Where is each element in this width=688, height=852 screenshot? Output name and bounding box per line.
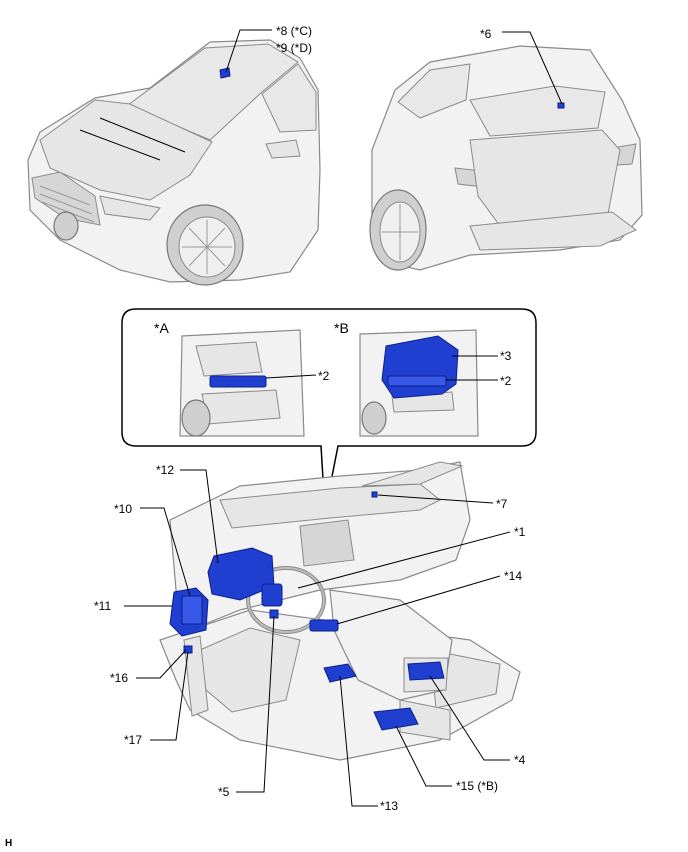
- corner-mark: H: [5, 838, 12, 849]
- label-2-inset-b: *2: [500, 374, 512, 388]
- label-2-inset-a: *2: [318, 369, 330, 383]
- label-3: *3: [500, 349, 512, 363]
- interior-small-part: [371, 491, 378, 498]
- floor-part-15: [373, 707, 419, 731]
- leader-lines: [124, 29, 563, 807]
- rear-window-part: [557, 102, 565, 109]
- console-switch-part: [309, 619, 339, 632]
- label-13: *13: [380, 799, 398, 813]
- label-8: *8 (*C): [276, 24, 312, 38]
- column-part: [261, 583, 283, 607]
- label-11: *11: [94, 599, 111, 613]
- callout-labels: *8 (*C) *9 (*D) *6 *A *B *2 *3 *2 *12 *1…: [5, 24, 526, 849]
- label-15: *15 (*B): [456, 779, 498, 793]
- detail-inset: [121, 308, 537, 513]
- front-vehicle-illustration: [27, 39, 321, 286]
- inset-a-label: *A: [154, 320, 169, 336]
- instrument-cluster-part: [207, 547, 275, 601]
- label-16: *16: [110, 671, 128, 685]
- inset-a-switch-part: [209, 375, 267, 388]
- inset-b-switch-part: [387, 375, 447, 387]
- inset-b-label: *B: [334, 320, 349, 336]
- label-7: *7: [496, 497, 508, 511]
- inset-b-display-part: [381, 335, 459, 399]
- connector-part: [181, 595, 203, 625]
- small-sensor-part: [183, 645, 193, 654]
- console-part-4: [407, 661, 445, 681]
- floor-part-13: [323, 663, 357, 683]
- label-12: *12: [156, 463, 174, 477]
- label-10: *10: [114, 502, 132, 516]
- label-9: *9 (*D): [276, 41, 312, 55]
- label-4: *4: [514, 753, 526, 767]
- label-17: *17: [124, 733, 142, 747]
- label-1: *1: [514, 525, 526, 539]
- label-6: *6: [480, 27, 492, 41]
- windshield-sensor-part: [219, 67, 231, 79]
- inset-a-dashboard: [179, 329, 317, 437]
- inset-b-dashboard: [359, 329, 498, 437]
- label-5: *5: [218, 785, 230, 799]
- label-14: *14: [504, 569, 522, 583]
- interior-illustration: [159, 461, 521, 761]
- rear-vehicle-illustration: [369, 45, 643, 271]
